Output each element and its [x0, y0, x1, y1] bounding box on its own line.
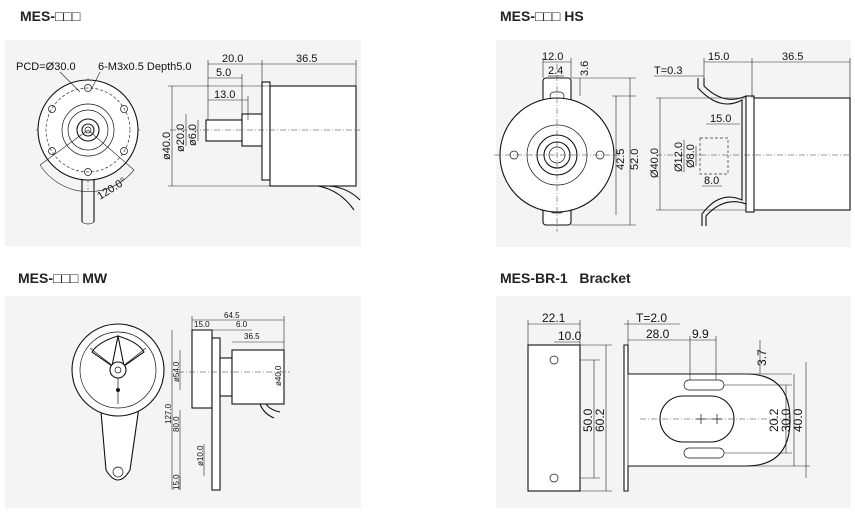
- mes-side-view: [168, 60, 361, 211]
- mes-dim-13: 13.0: [214, 89, 235, 101]
- mw-dim-15b: 15.0: [172, 474, 181, 490]
- mes-front-view: [36, 71, 140, 225]
- mes-pcd-label: PCD=Ø30.0: [16, 61, 76, 73]
- hs-dim-12: 12.0: [542, 51, 563, 63]
- bracket-side-view: [527, 320, 612, 492]
- title-mes-hs: MES-□□□ HS: [500, 8, 584, 24]
- hs-front-view: [494, 58, 636, 232]
- hs-dim-365: 36.5: [782, 51, 803, 63]
- br-dim-28: 28.0: [646, 327, 670, 341]
- mw-dim-80: 80.0: [172, 416, 181, 432]
- br-dim-50: 50.0: [581, 408, 595, 432]
- br-dim-202: 20.2: [767, 408, 781, 432]
- bracket-front-view: [623, 320, 810, 492]
- hs-dim-15a: 15.0: [708, 51, 729, 63]
- hs-dim-425: 42.5: [615, 149, 627, 170]
- mw-dim-phi54: ø54.0: [172, 361, 181, 382]
- mw-dim-6: 6.0: [236, 320, 248, 329]
- hs-dim-phi40: Ø40.0: [649, 148, 661, 178]
- mw-dim-phi40: ø40.0: [274, 365, 283, 386]
- br-dim-37: 3.7: [755, 349, 769, 366]
- br-dim-10: 10.0: [558, 329, 582, 343]
- hs-dim-36: 3.6: [579, 61, 591, 76]
- hs-dim-8: 8.0: [704, 175, 719, 187]
- mw-side-view: [171, 316, 290, 491]
- mw-dim-365: 36.5: [244, 332, 260, 341]
- title-bracket: MES-BR-1 Bracket: [500, 270, 631, 286]
- hs-dim-phi8: Ø8.0: [685, 144, 697, 168]
- mw-dim-phi10: ø10.0: [196, 445, 205, 466]
- mes-dim-phi40: ø40.0: [161, 132, 173, 160]
- mw-dim-645: 64.5: [224, 311, 240, 320]
- title-mes: MES-□□□: [20, 8, 81, 24]
- br-dim-t: T=2.0: [636, 311, 667, 325]
- hs-dim-52: 52.0: [629, 149, 641, 170]
- hs-dim-24: 2.4: [548, 65, 563, 77]
- mes-dim-365: 36.5: [296, 53, 317, 65]
- hs-dim-15b: 15.0: [710, 113, 731, 125]
- br-dim-400: 40.0: [791, 408, 805, 432]
- title-mes-mw: MES-□□□ MW: [18, 270, 108, 286]
- br-dim-99: 9.9: [692, 327, 709, 341]
- hs-dim-t: T=0.3: [654, 65, 682, 77]
- mw-front-view: [71, 323, 165, 481]
- br-dim-602: 60.2: [593, 408, 607, 432]
- mes-dim-phi6: ø6.0: [187, 124, 199, 146]
- mes-dim-20: 20.0: [222, 53, 243, 65]
- mes-dim-phi20: ø20.0: [175, 124, 187, 152]
- mes-angle-label: 120.0°: [95, 175, 128, 202]
- mes-dim-5: 5.0: [216, 67, 231, 79]
- br-dim-221: 22.1: [542, 311, 566, 325]
- br-dim-300: 30.0: [779, 408, 793, 432]
- mw-dim-127: 127.0: [164, 403, 173, 424]
- hs-side-view: [654, 58, 851, 226]
- panel-mes-mw: [5, 296, 361, 508]
- mw-dim-15: 15.0: [194, 320, 210, 329]
- mes-holes-label: 6-M3x0.5 Depth5.0: [98, 61, 192, 73]
- hs-dim-phi12: Ø12.0: [673, 142, 685, 172]
